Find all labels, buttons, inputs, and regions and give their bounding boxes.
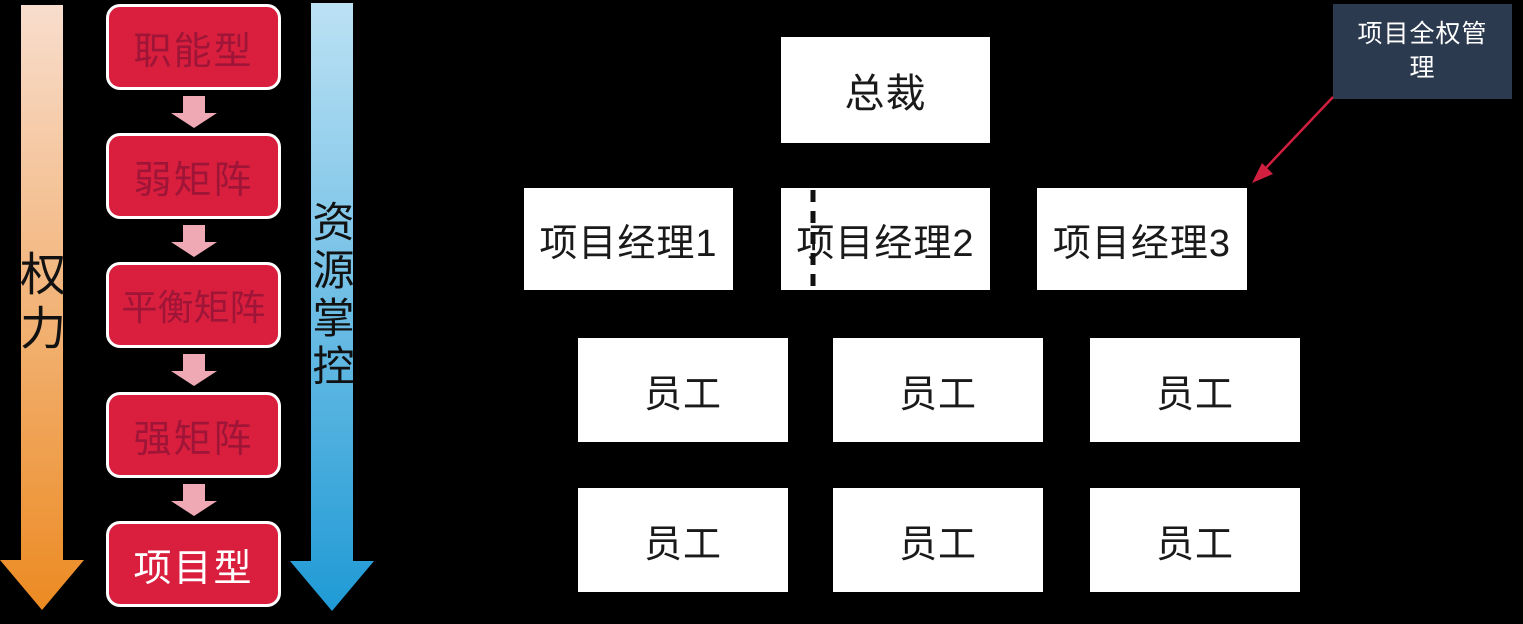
flow-box-balanced-matrix: 平衡矩阵 bbox=[106, 262, 281, 348]
org-box-manager-2: 项目经理2 bbox=[781, 188, 990, 290]
flow-box-weak-matrix: 弱矩阵 bbox=[106, 133, 281, 219]
flow-box-strong-matrix: 强矩阵 bbox=[106, 392, 281, 478]
step-arrow-2-icon bbox=[171, 225, 217, 257]
org-box-employee-2-2: 员工 bbox=[833, 488, 1043, 592]
flow-box-functional: 职能型 bbox=[106, 4, 281, 90]
resource-axis-label: 资源掌控 bbox=[307, 200, 354, 392]
org-box-employee-1-1: 员工 bbox=[578, 338, 788, 442]
org-box-employee-2-1: 员工 bbox=[578, 488, 788, 592]
flow-box-projectized: 项目型 bbox=[106, 521, 281, 607]
org-box-employee-2-3: 员工 bbox=[1090, 488, 1300, 592]
step-arrow-3-icon bbox=[171, 354, 217, 386]
org-box-manager-1: 项目经理1 bbox=[524, 188, 733, 290]
callout-arrowhead-icon bbox=[1252, 163, 1273, 183]
org-box-employee-1-2: 员工 bbox=[833, 338, 1043, 442]
callout-arrow-line bbox=[1262, 96, 1334, 172]
step-arrow-4-icon bbox=[171, 484, 217, 516]
power-axis-label: 权力 bbox=[14, 250, 66, 358]
org-box-employee-1-3: 员工 bbox=[1090, 338, 1300, 442]
org-box-manager-3: 项目经理3 bbox=[1037, 188, 1247, 290]
callout-full-authority: 项目全权管理 bbox=[1333, 4, 1512, 99]
org-box-ceo: 总裁 bbox=[781, 37, 990, 143]
step-arrow-1-icon bbox=[171, 96, 217, 128]
